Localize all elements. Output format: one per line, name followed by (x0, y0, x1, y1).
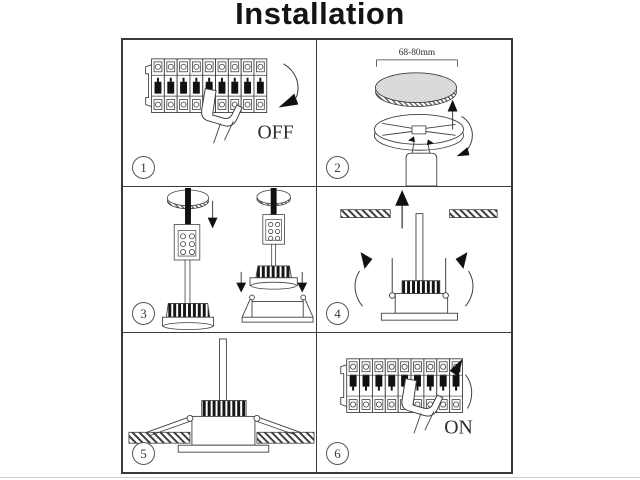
page-title: Installation (235, 0, 405, 31)
steps-grid: OFF 1 68-80mm (121, 38, 513, 474)
step-number-3: 3 (132, 302, 155, 325)
hole-saw-icon (373, 114, 464, 186)
step-1-panel: OFF 1 (123, 40, 317, 187)
insert-fixture-illustration (340, 189, 498, 321)
wiring-left-assembly (161, 187, 218, 330)
page-edge-line (0, 477, 640, 478)
off-label: OFF (258, 121, 294, 143)
dimension-line (375, 59, 458, 67)
turn-off-arrow-icon (278, 63, 299, 108)
circuit-breaker-off-illustration: OFF (123, 40, 299, 144)
step-number-2: 2 (326, 156, 349, 179)
circuit-breaker-on-illustration: ON (317, 333, 473, 438)
step-number-5: 5 (132, 442, 155, 465)
turn-on-arrow-icon (449, 358, 473, 409)
hole-dimension-label: 68-80mm (399, 48, 436, 58)
ceiling-hole-icon (374, 72, 458, 107)
up-arrow-icon (447, 99, 458, 130)
trim-ring-icon (177, 444, 270, 453)
on-label: ON (444, 416, 473, 438)
installed-fixture-illustration (128, 338, 315, 453)
spring-clips-icon (146, 414, 301, 436)
step-4-panel: 4 (317, 187, 511, 333)
rotation-arrow-icon (456, 116, 473, 157)
step-6-panel: ON 6 (317, 333, 511, 472)
wiring-illustration (161, 187, 314, 330)
step-number-6: 6 (326, 442, 349, 465)
downlight-fixture-icon (191, 338, 256, 446)
mounting-ring-section (241, 294, 314, 323)
spring-fold-arrows-icon (354, 252, 474, 307)
ceiling-section-icon (340, 209, 498, 218)
downlight-fixture-icon (380, 213, 458, 321)
step-number-1: 1 (132, 156, 155, 179)
step-number-4: 4 (326, 302, 349, 325)
hole-cutting-illustration: 68-80mm (373, 48, 473, 186)
step-5-panel: 5 (123, 333, 317, 472)
wiring-right-assembly (236, 187, 308, 293)
step-2-panel: 68-80mm (317, 40, 511, 187)
up-arrow-icon (395, 189, 410, 229)
step-3-panel: 3 (123, 187, 317, 333)
